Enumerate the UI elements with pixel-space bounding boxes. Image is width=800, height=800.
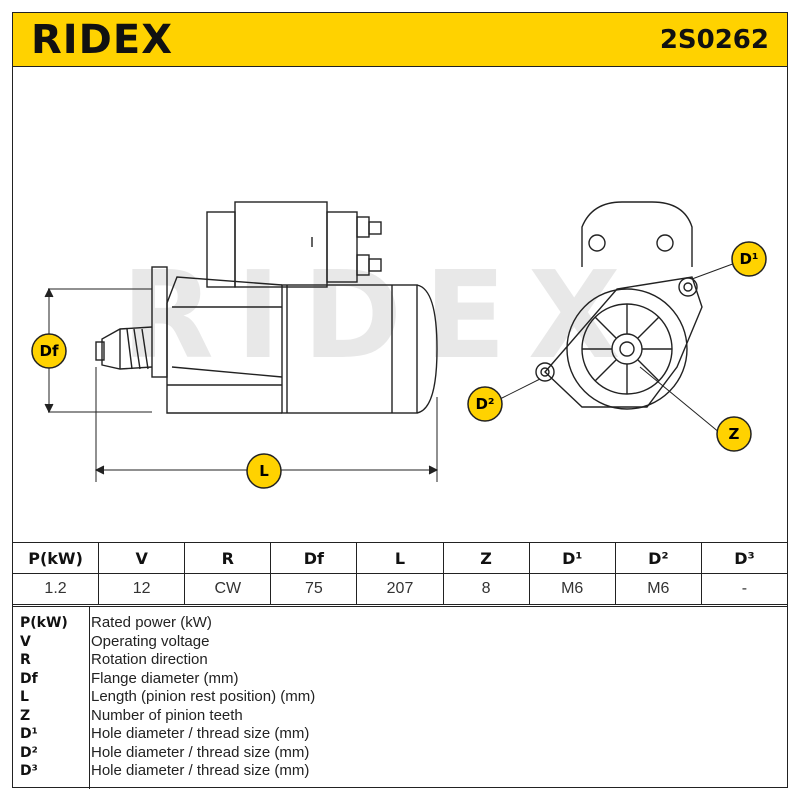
- d2-badge-label: D²: [475, 395, 494, 413]
- value-cell: 1.2: [11, 573, 100, 605]
- df-badge: [31, 333, 67, 369]
- value-cell: -: [700, 573, 789, 605]
- header-cell: L: [356, 542, 444, 574]
- legend-desc: Hole diameter / thread size (mm): [91, 725, 310, 742]
- d2-leader: [499, 378, 541, 400]
- header-cell: V: [98, 542, 186, 574]
- legend-divider: [89, 607, 90, 789]
- value-cell: 207: [356, 573, 444, 605]
- d1-badge-label: D¹: [739, 250, 758, 268]
- legend-abbr: V: [20, 633, 31, 650]
- df-dimension: [44, 287, 152, 414]
- value-cell: M6: [528, 573, 616, 605]
- value-cell: 12: [98, 573, 186, 605]
- legend-item: V Operating voltage: [12, 633, 788, 652]
- hole-d2: [535, 362, 555, 382]
- legend-abbr: D²: [20, 744, 38, 761]
- specs-value-row: 1.2 12 CW 75 207 8 M6 M6 -: [11, 573, 789, 605]
- d1-badge: [731, 241, 767, 277]
- legend-abbr: Df: [20, 670, 38, 687]
- header-cell: D³: [700, 542, 789, 574]
- value-cell: 8: [442, 573, 530, 605]
- side-view: [95, 201, 438, 414]
- legend-abbr: D³: [20, 763, 38, 779]
- legend-item: Df Flange diameter (mm): [12, 670, 788, 689]
- header-cell: Df: [270, 542, 358, 574]
- header-cell: D²: [614, 542, 702, 574]
- legend-abbr: D¹: [20, 726, 38, 742]
- value-cell: M6: [614, 573, 702, 605]
- legend-abbr: Z: [20, 707, 31, 724]
- legend-item: D³ Hole diameter / thread size (mm): [12, 762, 788, 781]
- legend-desc: Flange diameter (mm): [91, 669, 239, 687]
- legend-item: D² Hole diameter / thread size (mm): [12, 744, 788, 763]
- header-cell: P(kW): [11, 542, 100, 574]
- brand-logo: RIDEX: [31, 17, 174, 63]
- legend-desc: Length (pinion rest position) (mm): [91, 688, 316, 705]
- specs-table: P(kW) V R Df L Z D¹ D² D³ 1.2 12 CW 75 2…: [11, 542, 789, 605]
- part-number: 2S0262: [659, 25, 769, 55]
- pinion-nose: [101, 326, 153, 370]
- l-badge-label: L: [259, 462, 269, 480]
- value-cell: 75: [270, 573, 358, 605]
- sheet-frame: [12, 66, 788, 788]
- legend-desc: Number of pinion teeth: [91, 706, 243, 724]
- header-bar: RIDEX 2S0262: [12, 12, 788, 67]
- legend-item: D¹ Hole diameter / thread size (mm): [12, 725, 788, 744]
- watermark-text: RIDEX: [121, 247, 642, 386]
- legend-abbr: P(kW): [20, 615, 68, 631]
- d1-leader: [691, 261, 739, 280]
- motor-end-cap: [416, 284, 438, 414]
- legend-desc: Hole diameter / thread size (mm): [91, 762, 310, 779]
- legend-desc: Rotation direction: [91, 651, 208, 668]
- specs-header-row: P(kW) V R Df L Z D¹ D² D³: [11, 542, 789, 574]
- legend-abbr: R: [20, 652, 31, 668]
- legend-desc: Hole diameter / thread size (mm): [91, 743, 310, 761]
- legend-item: L Length (pinion rest position) (mm): [12, 688, 788, 707]
- solenoid-front: [581, 201, 693, 267]
- mounting-flange: [544, 276, 703, 408]
- value-cell: CW: [184, 573, 272, 605]
- legend: P(kW) Rated power (kW) V Operating volta…: [12, 606, 788, 789]
- header-cell: R: [184, 542, 272, 574]
- d2-badge: [467, 386, 503, 422]
- technical-drawing: RIDEX Df: [31, 201, 767, 489]
- hub-outer: [566, 288, 688, 410]
- front-view: [535, 201, 703, 410]
- l-badge: [246, 453, 282, 489]
- header-cell: D¹: [528, 542, 616, 574]
- legend-item: Z Number of pinion teeth: [12, 707, 788, 726]
- pinion: [95, 341, 105, 361]
- legend-item: R Rotation direction: [12, 651, 788, 670]
- z-badge-label: Z: [729, 425, 740, 443]
- flange: [151, 266, 168, 378]
- z-badge: [716, 416, 752, 452]
- z-leader: [639, 366, 721, 434]
- legend-desc: Rated power (kW): [91, 614, 212, 631]
- motor-body: [281, 284, 418, 414]
- legend-desc: Operating voltage: [91, 632, 210, 650]
- terminal-upper: [356, 216, 370, 238]
- hole-d1: [678, 277, 698, 297]
- header-cell: Z: [442, 542, 530, 574]
- legend-abbr: L: [20, 689, 29, 705]
- legend-item: P(kW) Rated power (kW): [12, 614, 788, 633]
- df-badge-label: Df: [40, 342, 59, 360]
